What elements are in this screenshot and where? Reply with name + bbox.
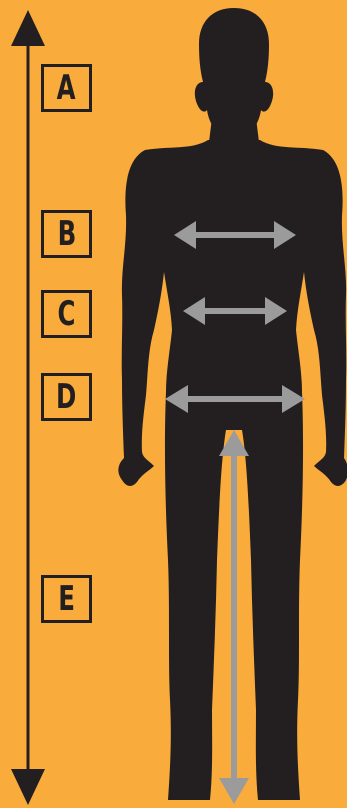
- label-b-text: B: [57, 217, 76, 251]
- label-d-text: D: [56, 380, 76, 414]
- label-c-text: C: [58, 297, 76, 331]
- label-a: A: [41, 64, 92, 112]
- label-e-text: E: [58, 582, 75, 616]
- inseam-arrow-icon: [219, 430, 249, 804]
- label-e: E: [41, 575, 92, 623]
- height-arrow-icon: [11, 10, 45, 805]
- label-b: B: [41, 210, 92, 258]
- label-c: C: [41, 290, 92, 338]
- label-a-text: A: [57, 71, 76, 105]
- label-d: D: [41, 373, 92, 421]
